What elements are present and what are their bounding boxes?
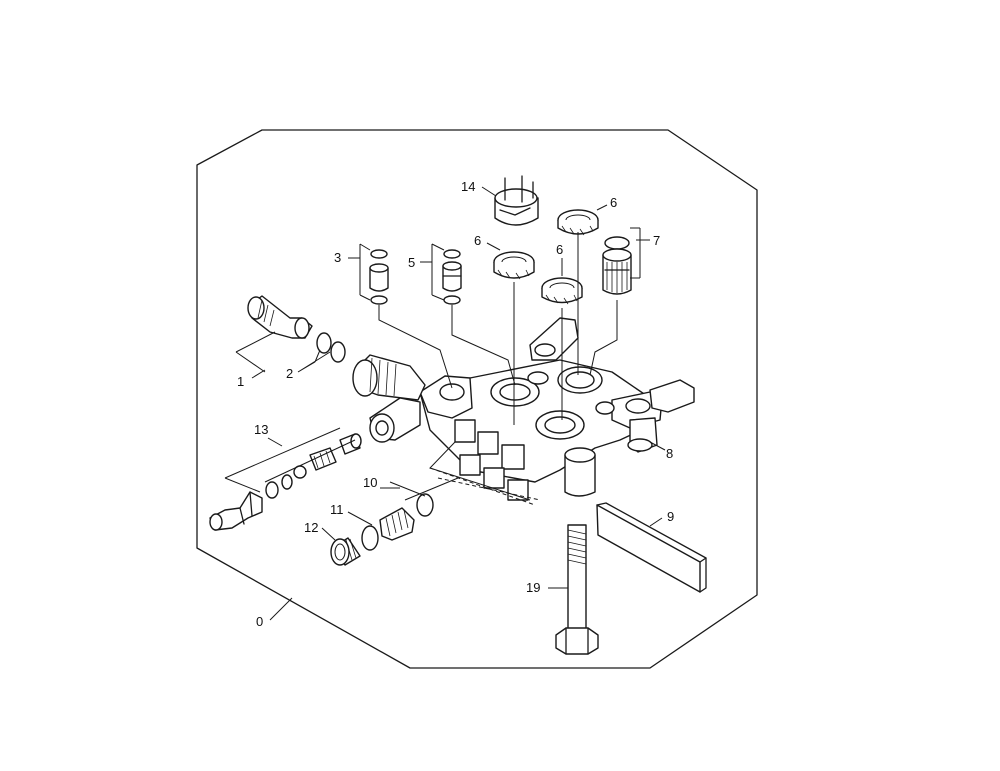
- callout-13: 13: [254, 422, 268, 437]
- seal-ring-6-left[interactable]: [493, 251, 535, 280]
- valve-part-3[interactable]: [369, 249, 389, 305]
- assembly-lines: [264, 232, 618, 501]
- callout-3: 3: [334, 250, 341, 265]
- callout-5: 5: [408, 255, 415, 270]
- callout-10: 10: [363, 475, 377, 490]
- guide-sleeve: [564, 447, 596, 497]
- callout-7: 7: [653, 233, 660, 248]
- callout-6-left: 6: [474, 233, 481, 248]
- gasket-plate-part-9[interactable]: [596, 502, 707, 593]
- callout-leaders: [224, 186, 666, 621]
- check-valve-part-7[interactable]: [602, 236, 632, 295]
- valve-part-5[interactable]: [442, 249, 462, 305]
- callout-6-upper-right: 6: [610, 195, 617, 210]
- callout-9: 9: [667, 509, 674, 524]
- outlet-pipe-port: [369, 397, 421, 443]
- threaded-plug-part-12[interactable]: [330, 537, 361, 566]
- callout-8: 8: [666, 446, 673, 461]
- callout-11: 11: [330, 502, 344, 517]
- valve-cap-part-14[interactable]: [494, 175, 539, 226]
- bolt-part-19[interactable]: [555, 524, 599, 655]
- spring-valve-part-11[interactable]: [361, 507, 415, 551]
- unloader-piston-part-1[interactable]: [247, 295, 313, 339]
- callout-12: 12: [304, 520, 318, 535]
- callout-2: 2: [286, 366, 293, 381]
- callout-6-center: 6: [556, 242, 563, 257]
- seal-ring-6-center[interactable]: [541, 277, 583, 305]
- callout-14: 14: [461, 179, 475, 194]
- o-ring-part-10[interactable]: [416, 493, 434, 517]
- assembly-boundary: [196, 129, 758, 669]
- inlet-threaded-port: [352, 354, 426, 401]
- o-rings-part-2[interactable]: [316, 332, 346, 363]
- seal-ring-6-upper-right[interactable]: [557, 209, 599, 236]
- callout-1: 1: [237, 374, 244, 389]
- callout-0: 0: [256, 614, 263, 629]
- unloader-assembly-part-13[interactable]: [209, 433, 362, 531]
- callout-19: 19: [526, 580, 540, 595]
